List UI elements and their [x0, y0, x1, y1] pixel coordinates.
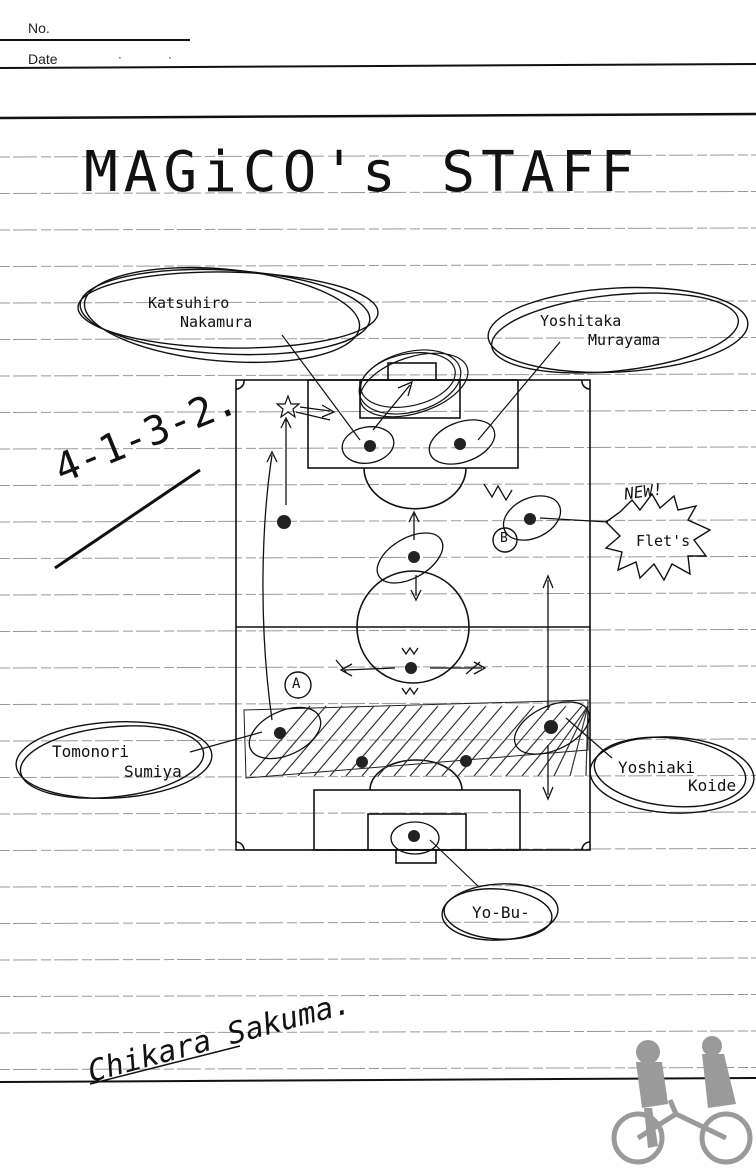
ruled-line [0, 775, 756, 778]
page-title: MAGiCO's STAFF [84, 140, 641, 205]
ruled-line [0, 446, 756, 450]
tomonori-last: Sumiya [124, 762, 182, 781]
ruled-line [0, 994, 756, 997]
yoshiaki-first: Yoshiaki [618, 758, 696, 777]
ruled-line [0, 957, 756, 961]
hatch-stroke [585, 705, 589, 777]
hatch-stroke [249, 705, 311, 777]
top-penalty-box [307, 379, 519, 469]
svg-text:·: · [168, 51, 172, 65]
player-st-right [454, 438, 466, 450]
hatch-stroke [345, 705, 407, 777]
bicycle-watermark-image [611, 1036, 753, 1165]
yobu-name: Yo-Bu- [472, 903, 530, 922]
mark-a: A [292, 676, 301, 692]
ruled-line [0, 483, 756, 486]
hatch-stroke [537, 705, 589, 777]
pitch-outline [235, 379, 591, 851]
no-label: No. [28, 20, 50, 36]
soccer-pitch [235, 362, 591, 864]
hatch-stroke [329, 705, 391, 777]
player-dm [405, 662, 417, 674]
ruled-line [0, 556, 756, 559]
hatch-stroke [425, 705, 487, 777]
ruled-line [0, 300, 756, 304]
ruled-line [0, 629, 756, 632]
tomonori-first: Tomonori [52, 742, 130, 761]
katsuhiro-first: Katsuhiro [148, 294, 230, 312]
hatch-stroke [297, 705, 359, 777]
goal-scribble [358, 349, 469, 418]
hatch-stroke [313, 705, 375, 777]
player-cb-right [460, 755, 472, 767]
top-goal [387, 362, 437, 381]
hatch-stroke [521, 705, 583, 777]
hatch-stroke [505, 705, 567, 777]
star-icon [275, 394, 301, 419]
players [274, 438, 558, 842]
ruled-line [0, 264, 756, 267]
player-rb [544, 720, 558, 734]
ruled-line [0, 154, 756, 158]
hatch-stroke [553, 705, 589, 777]
name-bubbles [15, 266, 755, 941]
hatch-stroke [393, 705, 455, 777]
date-line [0, 63, 756, 69]
top-rule [0, 112, 756, 120]
ruled-line [0, 1030, 756, 1034]
katsuhiro-last: Nakamura [180, 313, 253, 331]
mark-b: B [500, 531, 508, 546]
player-am [408, 551, 420, 563]
ruled-lines [0, 154, 756, 1070]
ruled-line [0, 227, 756, 231]
hatch-stroke [377, 705, 439, 777]
svg-text:·: · [118, 51, 122, 65]
ruled-line [0, 811, 756, 815]
player-gk [408, 830, 420, 842]
ruled-line [0, 665, 756, 669]
bottom-goal [395, 849, 437, 864]
yoshitaka-first: Yoshitaka [540, 312, 622, 330]
ruled-line [0, 884, 756, 888]
player-lb [274, 727, 286, 739]
hatched-zone [243, 699, 589, 779]
ruled-line [0, 921, 756, 924]
hatch-stroke [489, 705, 551, 777]
bottom-rule [0, 1077, 756, 1083]
hatch-stroke [265, 705, 327, 777]
flets-name: Flet's [636, 532, 691, 550]
player-lm [277, 515, 291, 529]
player-rm [524, 513, 536, 525]
date-label: Date [28, 51, 58, 67]
yoshitaka-last: Murayama [588, 331, 661, 349]
hatch-stroke [569, 705, 589, 777]
hatch-stroke [473, 705, 535, 777]
ruled-line [0, 1067, 756, 1070]
center-circle [356, 570, 470, 684]
player-st-left [364, 440, 376, 452]
leader-lines [189, 334, 613, 887]
ruled-line [0, 592, 756, 596]
ruled-line [0, 337, 756, 340]
hatch-stroke [441, 705, 503, 777]
hatch-stroke [361, 705, 423, 777]
ruled-line [0, 191, 756, 194]
ruled-line [0, 519, 756, 523]
ruled-line [0, 702, 756, 705]
player-cb-left [356, 756, 368, 768]
ruled-line [0, 373, 756, 377]
top-arc [363, 467, 467, 510]
hatch-stroke [409, 705, 471, 777]
bottom-arc [369, 759, 463, 791]
movement-arrows [262, 380, 554, 801]
yoshiaki-last: Koide [688, 776, 737, 795]
